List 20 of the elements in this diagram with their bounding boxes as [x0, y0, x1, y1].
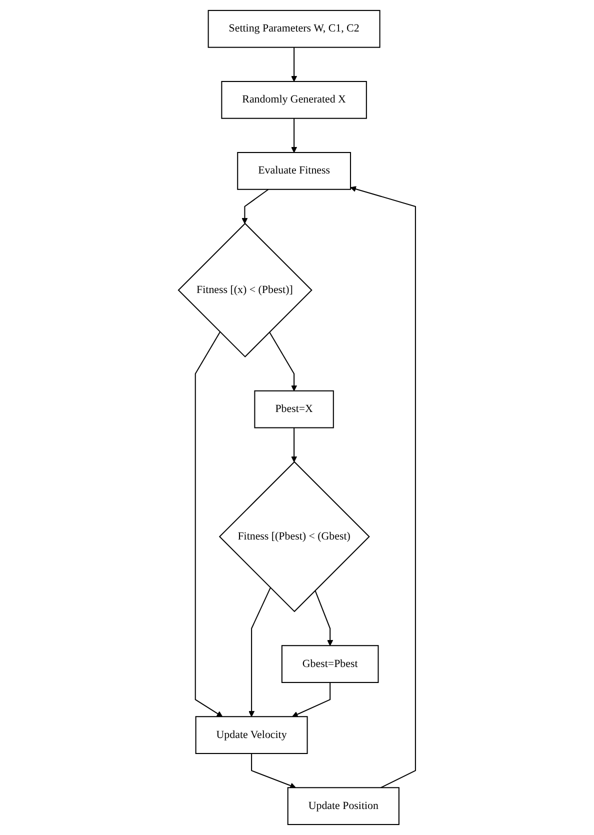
- node-diamond: Fitness [(Pbest) < (Gbest): [218, 461, 370, 612]
- arrow: [242, 188, 269, 224]
- node-box: Pbest=X: [254, 390, 334, 428]
- arrow: [314, 590, 334, 646]
- node-diamond: Fitness [(x) < (Pbest)]: [178, 222, 312, 358]
- node-box: Evaluate Fitness: [237, 152, 352, 190]
- arrow: [291, 47, 298, 82]
- arrow: [248, 588, 271, 717]
- arrow: [251, 754, 296, 788]
- arrow: [269, 332, 298, 392]
- arrow: [194, 332, 223, 717]
- node-box: Gbest=Pbest: [281, 645, 379, 683]
- arrow: [350, 186, 416, 788]
- node-box: Setting Parameters W, C1, C2: [208, 10, 380, 48]
- node-box: Update Position: [287, 787, 400, 826]
- arrow: [291, 428, 298, 462]
- node-box: Update Velocity: [195, 716, 308, 754]
- arrow: [291, 118, 298, 153]
- node-box: Randomly Generated X: [221, 80, 367, 119]
- arrow: [292, 682, 331, 718]
